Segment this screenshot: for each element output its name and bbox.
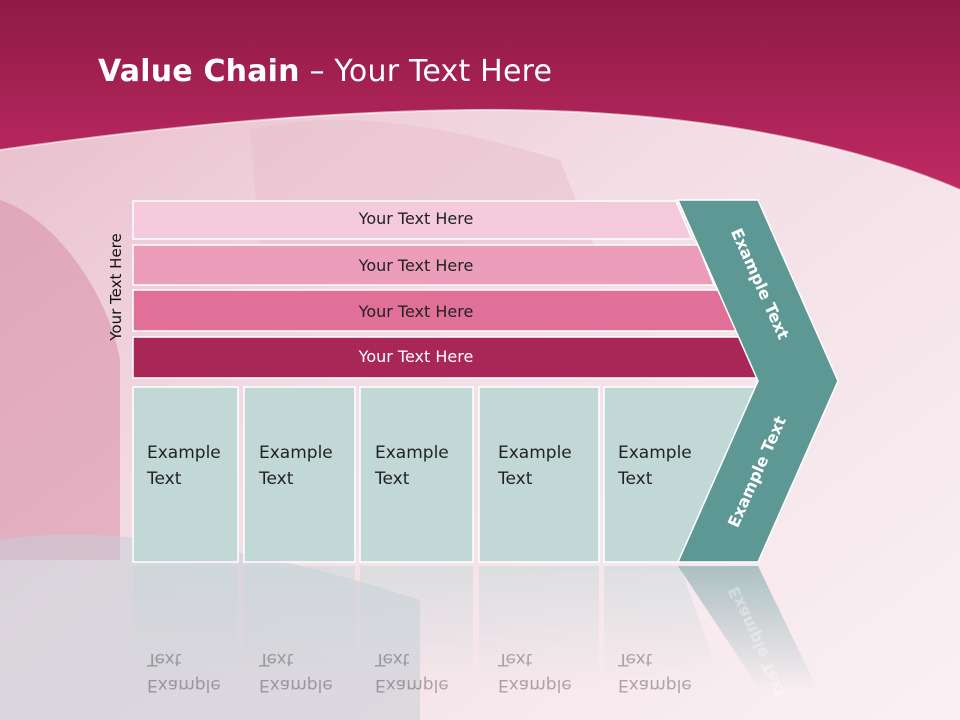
bar-1-label: Your Text Here: [358, 209, 474, 228]
box-1-line2: Text: [146, 469, 182, 489]
box-3-line2: Text: [374, 469, 410, 489]
box-4-reflection: [479, 566, 599, 686]
box-4-line1: Example: [498, 443, 572, 463]
box-3-reflection-line2: Text: [374, 649, 410, 669]
bar-2-label: Your Text Here: [358, 256, 474, 275]
box-1-reflection-line1: Example: [147, 675, 221, 695]
reflection: [133, 566, 818, 690]
box-3-reflection: [360, 566, 473, 686]
box-4: [478, 386, 600, 563]
title-bold: Value Chain: [98, 54, 300, 89]
bar-2: [132, 244, 716, 286]
chevron: [676, 199, 839, 563]
box-4-line2: Text: [497, 469, 533, 489]
bar-1: [132, 200, 694, 240]
box-5-reflection: [604, 566, 720, 680]
box-2-reflection-line1: Example: [259, 675, 333, 695]
vertical-label: Your Text Here: [107, 233, 125, 341]
box-5-line2: Text: [617, 469, 653, 489]
title-rest: – Your Text Here: [299, 54, 553, 89]
header-curve: [0, 108, 960, 191]
header-band: [0, 0, 960, 190]
box-2-reflection-line2: Text: [258, 649, 294, 669]
box-3-reflection-line1: Example: [375, 675, 449, 695]
box-2-line1: Example: [259, 443, 333, 463]
box-1-reflection-line2: Text: [146, 649, 182, 669]
background-shape: [0, 200, 120, 560]
box-1-line1: Example: [147, 443, 221, 463]
bar-4-label: Your Text Here: [358, 347, 474, 366]
box-4-reflection-line2: Text: [497, 649, 533, 669]
box-5-line1: Example: [618, 443, 692, 463]
box-5-reflection-line1: Example: [618, 675, 692, 695]
box-1-reflection: [133, 566, 238, 686]
bar-3-label: Your Text Here: [358, 302, 474, 321]
box-3: [359, 386, 474, 563]
box-2-line2: Text: [258, 469, 294, 489]
chevron-reflection: [678, 566, 818, 690]
box-2: [243, 386, 356, 563]
box-3-line1: Example: [375, 443, 449, 463]
slide-title: Value Chain – Your Text Here: [98, 54, 552, 89]
box-1: [132, 386, 239, 563]
box-4-reflection-line1: Example: [498, 675, 572, 695]
box-5-reflection-line2: Text: [617, 649, 653, 669]
box-2-reflection: [244, 566, 355, 686]
